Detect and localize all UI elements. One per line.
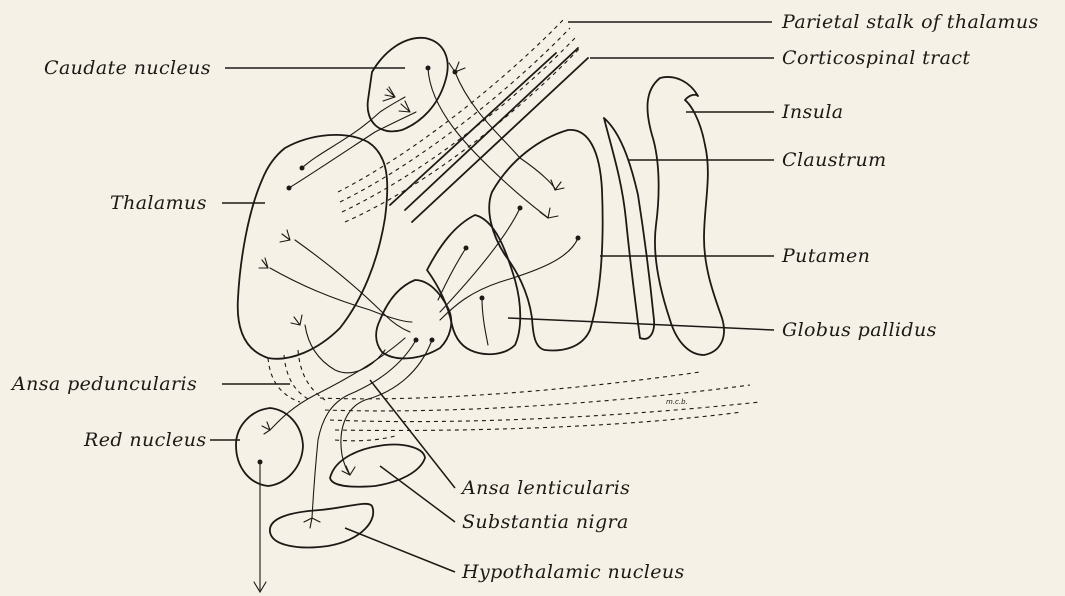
label-caudate-nucleus: Caudate nucleus <box>44 57 211 79</box>
label-putamen: Putamen <box>781 245 870 267</box>
label-claustrum: Claustrum <box>782 149 887 171</box>
label-substantia-nigra: Substantia nigra <box>462 511 629 533</box>
ansa-peduncularis-fibres <box>268 350 760 441</box>
label-thalamus: Thalamus <box>110 192 207 214</box>
claustrum-shape <box>604 118 654 339</box>
label-globus-pallidus: Globus pallidus <box>782 319 937 341</box>
label-ansa-lenticularis: Ansa lenticularis <box>460 477 630 499</box>
label-corticospinal-tract: Corticospinal tract <box>782 47 970 69</box>
thalamus-shape <box>238 135 388 359</box>
fibre-origin-dots <box>258 66 581 465</box>
label-red-nucleus: Red nucleus <box>83 429 207 451</box>
label-ansa-peduncularis: Ansa peduncularis <box>10 373 197 395</box>
artist-signature: m.c.b. <box>666 398 688 406</box>
hypothalamic-nucleus-shape <box>270 504 373 548</box>
substantia-nigra-shape <box>330 445 425 487</box>
parietal-stalk-lines <box>338 18 580 222</box>
corticospinal-tract-lines <box>390 48 588 222</box>
label-parietal-stalk: Parietal stalk of thalamus <box>781 11 1039 33</box>
label-insula: Insula <box>781 101 844 123</box>
caudate-nucleus-shape <box>368 38 448 132</box>
label-hypothalamic-nucleus: Hypothalamic nucleus <box>461 561 685 583</box>
putamen-shape <box>489 130 602 351</box>
red-nucleus-shape <box>236 408 303 486</box>
globus-pallidus-shapes <box>376 215 520 358</box>
insula-shape <box>647 77 724 355</box>
